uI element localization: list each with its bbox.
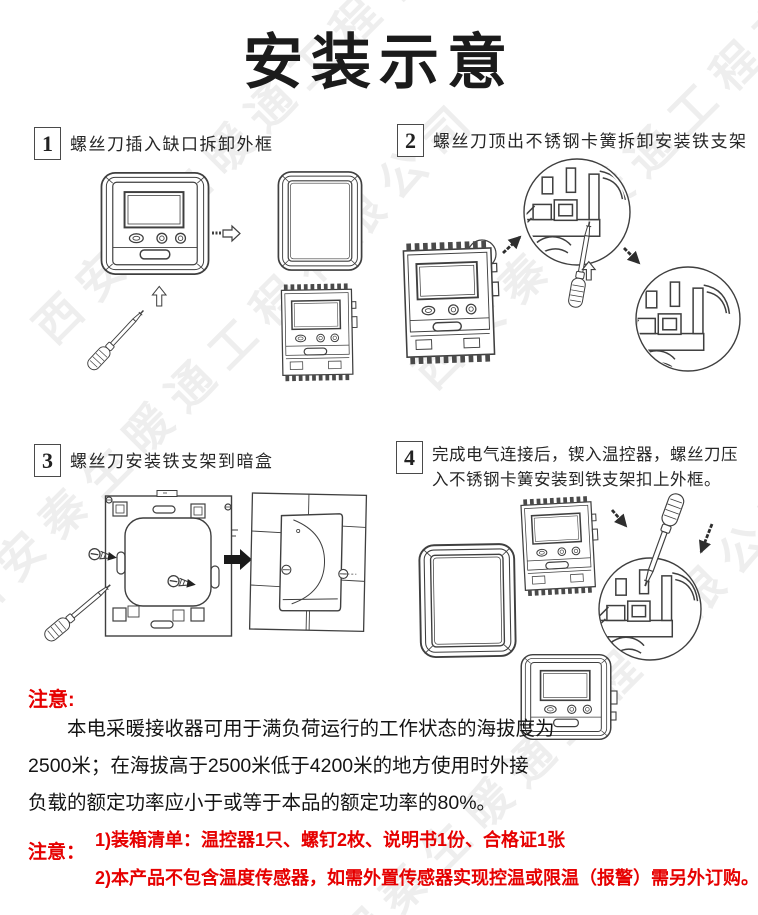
step-3-number: 3 [34,444,61,477]
outer-frame-icon [418,542,517,659]
arrow-southeast [610,509,628,528]
step-1-label: 螺丝刀插入缺口拆卸外框 [70,135,274,154]
thermostat-body-icon [521,499,601,594]
thermostat-body-icon [281,286,358,378]
step-4-header: 4 完成电气连接后，锲入温控器，螺丝刀压 入不锈钢卡簧安装到铁支架扣上外框。 [396,441,754,492]
step-4-number: 4 [396,441,423,474]
mounting-plate-icon [104,490,238,637]
note-2-label: 注意： [28,842,86,863]
step-4-label-line2: 入不锈钢卡簧安装到铁支架扣上外框。 [432,470,721,489]
step-3-label: 螺丝刀安装铁支架到暗盒 [70,452,274,471]
black-arrow-icon [224,549,252,570]
note-2: 注意： 1)装箱清单：温控器1只、螺钉2枚、说明书1份、合格证1张 2)本产品不… [28,821,758,897]
step-2-illustration [396,158,741,372]
step-3-header: 3 螺丝刀安装铁支架到暗盒 [34,444,274,477]
thermostat-body-icon [403,244,501,361]
page-title: 安装示意 [243,29,515,96]
screwdriver-icon [41,579,116,645]
arrow-southeast [623,247,641,265]
zoom-circle-released [635,266,741,372]
up-arrow-icon [151,285,168,307]
side-clip [610,690,618,721]
note-2-item: 1)装箱清单：温控器1只、螺钉2枚、说明书1份、合格证1张 [95,830,566,850]
note-1-line: 负载的额定功率应小于或等于本品的额定功率的80%。 [28,792,497,814]
note-1-line: 本电采暖接收器可用于满负荷运行的工作状态的海拔度为 [67,718,555,740]
arrow-northeast [502,235,522,255]
arrow-down-left [699,523,714,554]
note-2-items: 1)装箱清单：温控器1只、螺钉2枚、说明书1份、合格证1张 2)本产品不包含温度… [95,821,758,897]
step-3-illustration [41,490,368,645]
zoom-circle-detail [598,557,702,661]
note-1-line: 2500米；在海拔高于2500米低于4200米的地方使用时外接 [28,755,529,777]
step-1-header: 1 螺丝刀插入缺口拆卸外框 [34,127,274,160]
step-2-label: 螺丝刀顶出不锈钢卡簧拆卸安装铁支架 [433,132,748,151]
right-arrow-icon [212,224,241,243]
note-2-item: 2)本产品不包含温度传感器，如需外置传感器实现控温或限温（报警）需另外订购。 [95,868,758,888]
up-arrow-icon [581,260,597,281]
step-2-header: 2 螺丝刀顶出不锈钢卡簧拆卸安装铁支架 [397,124,748,157]
step-2-number: 2 [397,124,424,157]
wall-junction-box-icon [248,492,368,633]
screwdriver-icon [84,305,149,373]
thermostat-front-icon [100,171,210,276]
zoom-circle-detail [523,158,631,266]
step-4-label-line1: 完成电气连接后，锲入温控器，螺丝刀压 [432,445,738,464]
step-1-number: 1 [34,127,61,160]
note-1-label: 注意: [28,689,75,711]
outer-frame-icon [277,171,363,271]
step-4-label: 完成电气连接后，锲入温控器，螺丝刀压 入不锈钢卡簧安装到铁支架扣上外框。 [432,442,754,492]
step-4-illustration [418,490,714,741]
step-1-illustration [84,171,363,421]
note-1-body: 本电采暖接收器可用于满负荷运行的工作状态的海拔度为 2500米；在海拔高于250… [28,711,584,822]
